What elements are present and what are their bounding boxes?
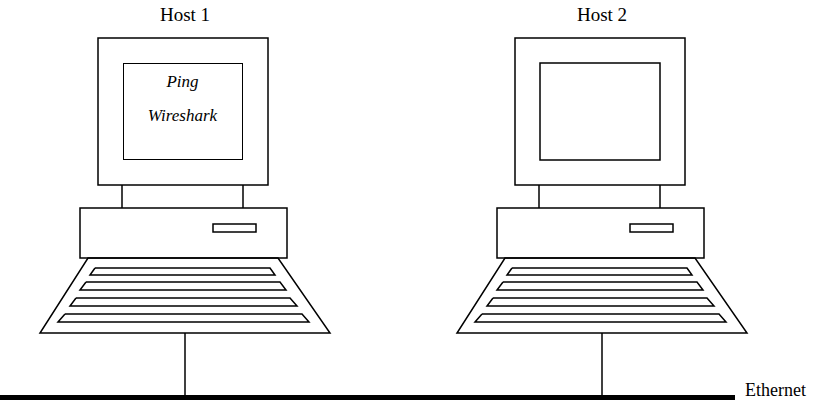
keyboard [457, 258, 747, 333]
host-label: Host 1 [40, 4, 330, 27]
computer-symbol [40, 38, 330, 333]
key-row [80, 282, 286, 290]
key-row [497, 282, 703, 290]
monitor-stand [538, 185, 540, 208]
monitor-frame [98, 38, 268, 185]
bus-line [0, 395, 735, 400]
monitor-stand [242, 185, 244, 208]
drive-slot [213, 224, 256, 232]
system-unit [497, 208, 704, 258]
computer-symbol [457, 38, 747, 333]
program-name: Wireshark [124, 106, 241, 126]
host-computer: Host 1 PingWireshark [40, 0, 330, 333]
key-row [90, 268, 275, 275]
cable-line [601, 333, 603, 395]
drive-slot [630, 224, 673, 232]
key-row [475, 314, 726, 322]
program-name: Ping [124, 72, 241, 92]
monitor-screen: PingWireshark [123, 63, 243, 160]
cable-line [184, 333, 186, 395]
host-label: Host 2 [457, 4, 747, 27]
host-computer: Host 2 [457, 0, 747, 333]
monitor-stand [659, 185, 661, 208]
monitor-stand [121, 185, 123, 208]
key-row [58, 314, 309, 322]
network-label: Ethernet [745, 380, 839, 402]
key-row [487, 298, 714, 306]
monitor-frame [515, 38, 685, 185]
key-row [70, 298, 297, 306]
keyboard [40, 258, 330, 333]
key-row [507, 268, 692, 275]
monitor-screen [540, 63, 660, 160]
network-cable [602, 333, 603, 395]
system-unit [80, 208, 287, 258]
ethernet-bus: Ethernet [0, 395, 839, 403]
network-cable [185, 333, 186, 395]
